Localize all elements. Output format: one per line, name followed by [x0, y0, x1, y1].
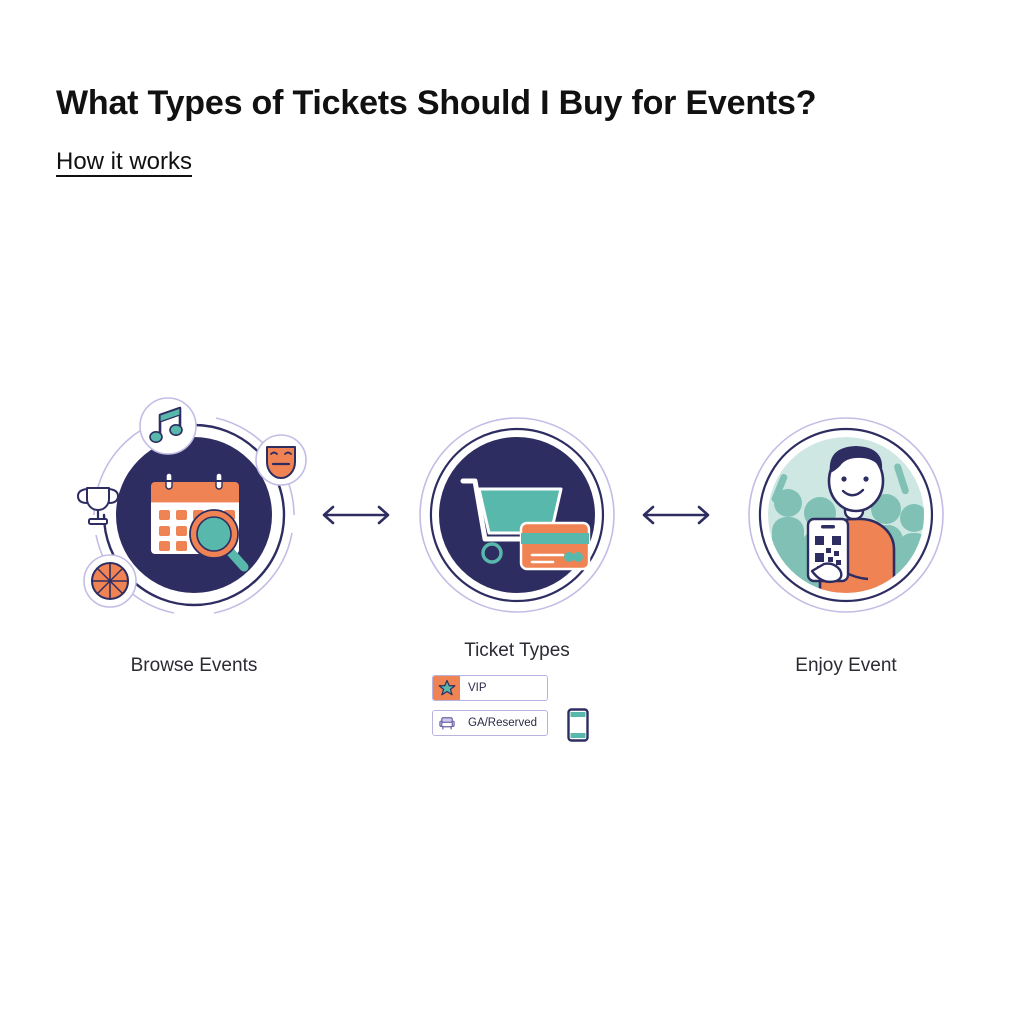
cart-credit-card-icon — [460, 478, 591, 571]
arrow-browse-to-tickets — [316, 503, 396, 527]
step-browse-events: Browse Events — [64, 385, 324, 676]
enjoy-event-graphic — [748, 417, 944, 613]
ticket-types-graphic — [419, 417, 615, 613]
ticket-type-badges: VIP GA/Reserved — [432, 675, 692, 745]
white-ring — [422, 420, 612, 610]
white-ring — [751, 420, 941, 610]
arrow-tickets-to-enjoy — [636, 503, 716, 527]
step-ticket-types: Ticket Types VIP GA/Reserve — [387, 385, 647, 742]
ticket-types-illustration — [387, 385, 647, 645]
armchair-icon — [433, 711, 460, 735]
person-qr-phone-icon — [768, 437, 924, 593]
badge-vip[interactable]: VIP — [432, 675, 548, 701]
step-enjoy-event: Enjoy Event — [716, 385, 976, 676]
step-label-ticket-types: Ticket Types — [464, 640, 570, 661]
decorative-outer-ring — [419, 417, 615, 613]
music-note-icon — [139, 397, 197, 455]
decorative-outer-ring — [748, 417, 944, 613]
navy-ring-arc — [758, 427, 933, 603]
badge-ga-reserved[interactable]: GA/Reserved — [432, 710, 548, 736]
trophy-icon — [76, 487, 120, 525]
theater-mask-icon — [255, 434, 307, 486]
mobile-ticket-icon — [567, 708, 589, 742]
step-label-browse-events: Browse Events — [130, 655, 258, 676]
basketball-icon — [83, 554, 137, 608]
page-title: What Types of Tickets Should I Buy for E… — [56, 84, 817, 122]
calendar-search-icon — [149, 472, 249, 572]
badge-ga-reserved-label: GA/Reserved — [468, 717, 538, 729]
badge-vip-label: VIP — [468, 682, 487, 694]
browse-events-illustration — [64, 385, 324, 645]
navy-ring-arc — [429, 427, 604, 603]
browse-events-graphic — [76, 397, 307, 614]
star-icon — [433, 676, 460, 700]
how-it-works-link[interactable]: How it works — [56, 148, 193, 175]
step-label-enjoy-event: Enjoy Event — [795, 655, 897, 676]
decorative-arc — [213, 532, 293, 614]
enjoy-event-illustration — [716, 385, 976, 645]
